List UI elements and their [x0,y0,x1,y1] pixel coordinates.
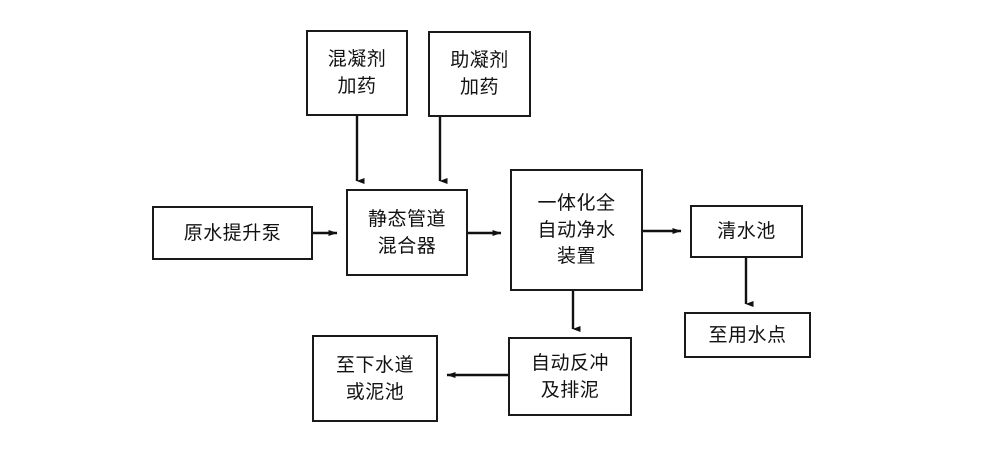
node-static-pipe-mixer[interactable]: 静态管道 混合器 [346,189,468,276]
node-to-sewer-or-sludge-pit[interactable]: 至下水道 或泥池 [312,335,438,422]
node-label-line: 混合器 [377,234,437,257]
node-flocculant-dosing[interactable]: 助凝剂 加药 [428,31,531,117]
node-label-line: 自动反冲 [530,351,609,374]
node-coagulant-dosing[interactable]: 混凝剂 加药 [306,30,408,116]
node-label-line: 至用水点 [708,323,787,346]
node-label-line: 及排泥 [540,378,600,401]
node-label-line: 混凝剂 [327,48,387,71]
node-label-line: 静态管道 [367,207,446,230]
node-label-line: 加药 [337,75,377,97]
node-label-line: 加药 [459,76,499,98]
node-auto-backwash-sludge[interactable]: 自动反冲 及排泥 [508,337,632,416]
node-clear-water-tank[interactable]: 清水池 [690,205,803,258]
node-label-line: 或泥池 [345,380,405,403]
node-label-line: 一体化全 [537,191,616,214]
node-label-line: 至下水道 [335,353,414,376]
node-integrated-auto-purifier[interactable]: 一体化全 自动净水 装置 [510,169,643,291]
node-label-line: 清水池 [717,220,776,243]
node-label-line: 原水提升泵 [183,221,282,244]
node-raw-water-pump[interactable]: 原水提升泵 [152,206,313,260]
node-label-line: 装置 [556,245,596,268]
node-label-line: 自动净水 [537,218,616,241]
node-label-line: 助凝剂 [450,49,509,72]
node-to-water-use-point[interactable]: 至用水点 [684,312,811,358]
